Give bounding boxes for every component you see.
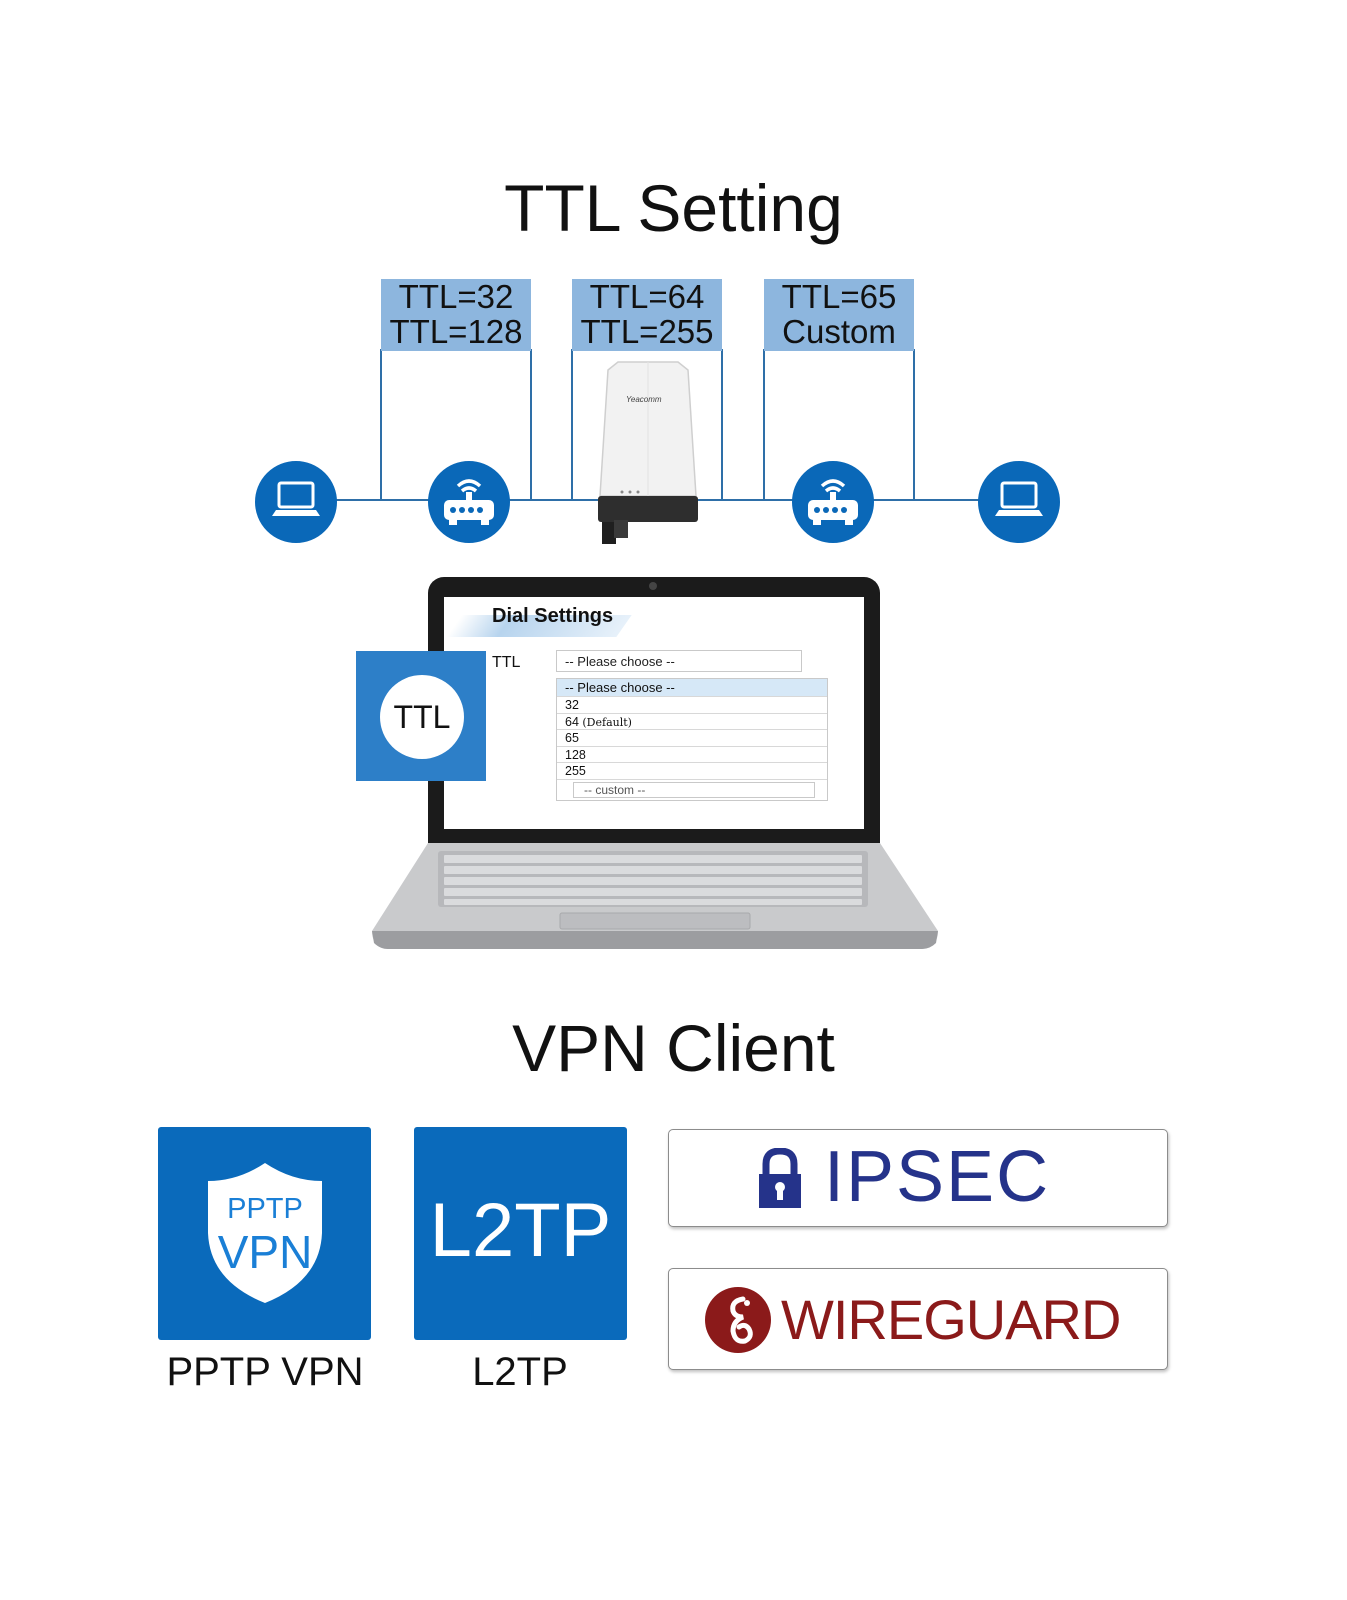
l2tp-caption: L2TP xyxy=(472,1350,568,1394)
ttl-setting-title: TTL Setting xyxy=(504,171,843,245)
dial-settings-panel: Dial Settings TTL -- Please choose -- --… xyxy=(444,597,864,829)
pptp-vpn-caption: PPTP VPN xyxy=(166,1350,364,1394)
ttl-box-2: TTL=64 TTL=255 xyxy=(572,279,722,351)
ttl-option-255[interactable]: 255 xyxy=(557,763,827,780)
ipsec-label: IPSEC xyxy=(824,1137,1051,1217)
dial-settings-title: Dial Settings xyxy=(492,605,614,627)
l2tp-tile: L2TP xyxy=(414,1127,627,1340)
ttl-badge: TTL xyxy=(356,651,486,781)
router-icon-left xyxy=(428,461,510,543)
device-brand-label: Yeacomm xyxy=(626,395,662,404)
ipsec-badge: IPSEC xyxy=(668,1129,1168,1227)
ttl-option-65[interactable]: 65 xyxy=(557,730,827,747)
ttl-field-label: TTL xyxy=(492,654,521,671)
pptp-logo-line1: PPTP xyxy=(227,1193,303,1225)
wireguard-dragon-icon xyxy=(705,1287,771,1353)
ttl-box-1-line2: TTL=128 xyxy=(389,313,523,350)
outdoor-cpe-device: Yeacomm xyxy=(592,360,704,550)
vpn-client-title: VPN Client xyxy=(512,1011,835,1085)
laptop-screen-bezel: Dial Settings TTL -- Please choose -- --… xyxy=(428,577,880,845)
laptop-icon-left xyxy=(255,461,337,543)
ttl-box-3-line1: TTL=65 xyxy=(781,278,897,315)
l2tp-logo-text: L2TP xyxy=(429,1188,612,1273)
laptop-icon-right xyxy=(978,461,1060,543)
lock-icon xyxy=(759,1148,801,1208)
router-icon-right xyxy=(792,461,874,543)
ttl-option-128[interactable]: 128 xyxy=(557,747,827,763)
laptop-keyboard-base xyxy=(372,843,938,949)
ttl-box-1: TTL=32 TTL=128 xyxy=(381,279,531,351)
pptp-logo-line2: VPN xyxy=(217,1226,313,1278)
ttl-select[interactable]: -- Please choose -- xyxy=(556,650,802,672)
wireguard-label: WIREGUARD xyxy=(781,1288,1121,1351)
ttl-option-64-default-note: (Default) xyxy=(582,715,632,729)
ttl-option-custom[interactable]: -- custom -- xyxy=(573,781,815,798)
ttl-box-2-line2: TTL=255 xyxy=(580,313,714,350)
ttl-box-2-line1: TTL=64 xyxy=(589,278,705,315)
ttl-option-please-choose[interactable]: -- Please choose -- xyxy=(557,679,827,697)
ttl-badge-label: TTL xyxy=(380,675,464,759)
webcam-dot xyxy=(649,582,657,590)
ttl-box-3-line2: Custom xyxy=(782,313,896,350)
wireguard-badge: WIREGUARD xyxy=(668,1268,1168,1370)
ttl-option-64-value: 64 xyxy=(565,714,579,729)
ttl-box-3: TTL=65 Custom xyxy=(764,279,914,351)
ttl-options-list: -- Please choose -- 32 64 (Default) 65 1… xyxy=(556,678,828,801)
shield-icon xyxy=(208,1163,322,1303)
laptop-screen-mockup: Dial Settings TTL -- Please choose -- --… xyxy=(370,575,940,980)
ttl-box-1-line1: TTL=32 xyxy=(398,278,514,315)
ttl-option-64[interactable]: 64 (Default) xyxy=(557,714,827,730)
pptp-vpn-tile: PPTP VPN xyxy=(158,1127,371,1340)
ttl-option-32[interactable]: 32 xyxy=(557,697,827,714)
